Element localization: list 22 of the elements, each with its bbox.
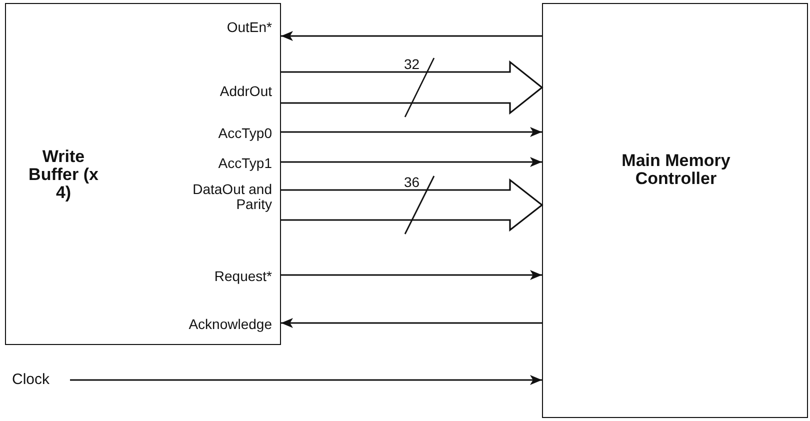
signal-name: Request* xyxy=(214,269,272,284)
block-box xyxy=(542,3,808,418)
block-title: Main Memory Controller xyxy=(620,152,732,188)
signal-name: AccTyp1 xyxy=(218,156,272,171)
arrow xyxy=(70,375,542,385)
arrow xyxy=(281,318,542,328)
edge-label: 36 xyxy=(403,175,421,189)
arrow xyxy=(281,270,542,280)
signal-name: Acknowledge xyxy=(188,317,272,332)
signal-name: Clock xyxy=(12,372,50,388)
signal-name: OutEn* xyxy=(226,20,272,35)
arrow xyxy=(281,127,542,137)
signal-name: DataOut and Parity xyxy=(192,182,272,212)
arrow xyxy=(281,157,542,167)
block-box xyxy=(5,3,281,345)
bus-arrow xyxy=(280,60,544,115)
block-title: Write Buffer (x 4) xyxy=(28,148,100,202)
edge-label: 32 xyxy=(403,57,421,71)
bus-arrow xyxy=(280,178,544,232)
signal-name: AddrOut xyxy=(220,84,272,99)
signal-name: AccTyp0 xyxy=(218,126,272,141)
arrow xyxy=(281,31,542,41)
